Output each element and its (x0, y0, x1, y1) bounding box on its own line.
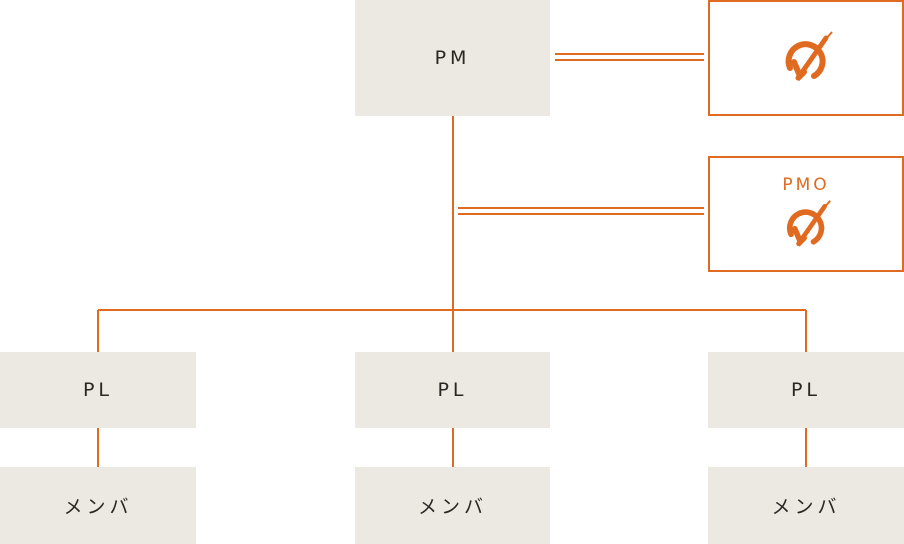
pl-box-1: PL (0, 352, 196, 428)
member-label-1: メンバ (63, 496, 133, 518)
pm-label: PM (434, 47, 471, 69)
pl-box-3: PL (708, 352, 904, 428)
orange-circle-slash-logo-icon (785, 31, 833, 82)
member-box-3: メンバ (708, 467, 904, 544)
pm-box: PM (355, 0, 550, 116)
orange-circle-slash-logo-icon (786, 200, 831, 247)
logo-box (708, 0, 904, 116)
pmo-label: PMO (782, 175, 830, 195)
pmo-box: PMO (708, 156, 904, 272)
pl-label-3: PL (790, 379, 822, 401)
pl-label-2: PL (437, 379, 468, 401)
member-label-2: メンバ (417, 496, 487, 518)
pl-box-2: PL (355, 352, 550, 428)
pl-label-1: PL (82, 379, 114, 401)
member-box-2: メンバ (355, 467, 550, 544)
member-label-3: メンバ (771, 496, 841, 518)
member-box-1: メンバ (0, 467, 196, 544)
